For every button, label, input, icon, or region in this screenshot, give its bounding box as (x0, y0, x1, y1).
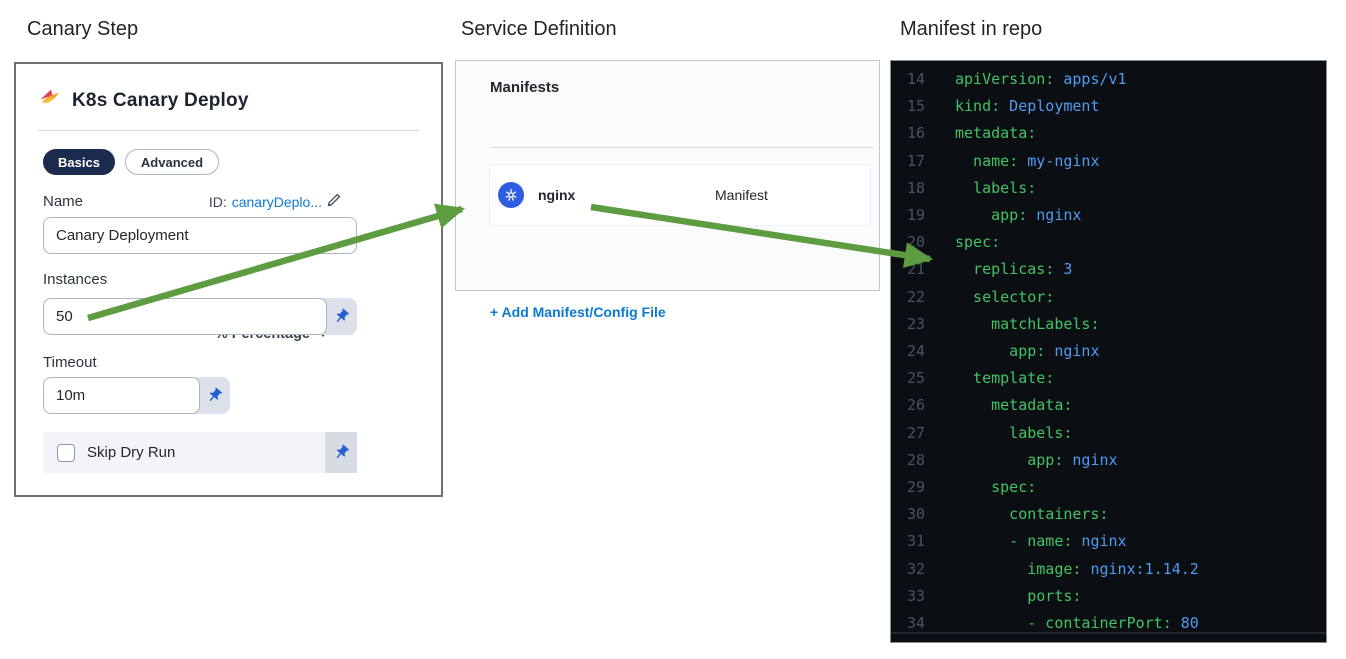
manifests-panel: Manifests ID MANIFEST TYPE (455, 60, 880, 320)
name-input[interactable] (43, 217, 357, 254)
timeout-label: Timeout (43, 354, 97, 371)
code-line: 18 labels: (906, 178, 1037, 197)
code-line: 29 spec: (906, 478, 1037, 497)
tab-row: Basics Advanced (43, 149, 220, 175)
instances-input[interactable] (43, 298, 327, 335)
canary-step-panel: K8s Canary Deploy Basics Advanced Name I… (14, 62, 443, 497)
step-id: ID: canaryDeplo... (209, 193, 341, 210)
manifests-title: Manifests (490, 79, 560, 96)
manifest-row-nginx[interactable]: nginx Manifest (489, 164, 871, 226)
manifest-in-repo-label: Manifest in repo (900, 18, 1043, 40)
instances-label: Instances (43, 271, 108, 288)
code-line: 24 app: nginx (906, 342, 1100, 361)
kubernetes-icon (498, 182, 524, 208)
horizontal-scrollbar[interactable] (891, 632, 1326, 634)
code-line: 25 template: (906, 369, 1055, 388)
table-divider (490, 147, 873, 148)
manifest-row-type: Manifest (715, 187, 768, 203)
instances-field (43, 298, 357, 335)
edit-pencil-icon[interactable] (327, 193, 341, 210)
skip-dry-run-row: Skip Dry Run (43, 432, 357, 473)
add-manifest-link[interactable]: + Add Manifest/Config File (490, 304, 666, 320)
code-line: 32 image: nginx:1.14.2 (906, 559, 1199, 578)
instances-pin-button[interactable] (325, 298, 357, 335)
step-header: K8s Canary Deploy (38, 86, 249, 115)
tab-advanced[interactable]: Advanced (124, 149, 220, 175)
skip-dry-run-pin-button[interactable] (325, 432, 357, 473)
code-line: 19 app: nginx (906, 206, 1082, 225)
code-line: 31 - name: nginx (906, 532, 1127, 551)
id-prefix: ID: (208, 193, 227, 210)
canary-bird-icon (38, 86, 62, 115)
service-definition-label: Service Definition (461, 18, 617, 40)
code-line: 30 containers: (906, 505, 1109, 524)
code-line: 33 ports: (906, 586, 1082, 605)
skip-dry-run-checkbox[interactable] (57, 443, 75, 462)
code-line: 21 replicas: 3 (906, 260, 1073, 279)
code-line: 26 metadata: (906, 396, 1073, 415)
timeout-input[interactable] (43, 377, 200, 414)
header-divider (38, 130, 419, 131)
timeout-field (43, 377, 230, 414)
code-line: 28 app: nginx (906, 450, 1118, 469)
canary-step-label: Canary Step (27, 18, 139, 40)
code-line: 23 matchLabels: (906, 314, 1100, 333)
tab-basics[interactable]: Basics (43, 149, 115, 175)
code-line: 27 labels: (906, 423, 1073, 442)
code-line: 17 name: my-nginx (906, 151, 1100, 170)
code-line: 34 - containerPort: 80 (906, 614, 1199, 633)
skip-dry-run-label: Skip Dry Run (87, 444, 176, 461)
manifest-row-id: nginx (538, 187, 576, 203)
step-title: K8s Canary Deploy (72, 89, 249, 111)
name-label: Name (43, 193, 84, 210)
code-line: 22 selector: (906, 287, 1055, 306)
id-value-link[interactable]: canaryDeplo... (231, 193, 322, 210)
timeout-pin-button[interactable] (198, 377, 230, 414)
